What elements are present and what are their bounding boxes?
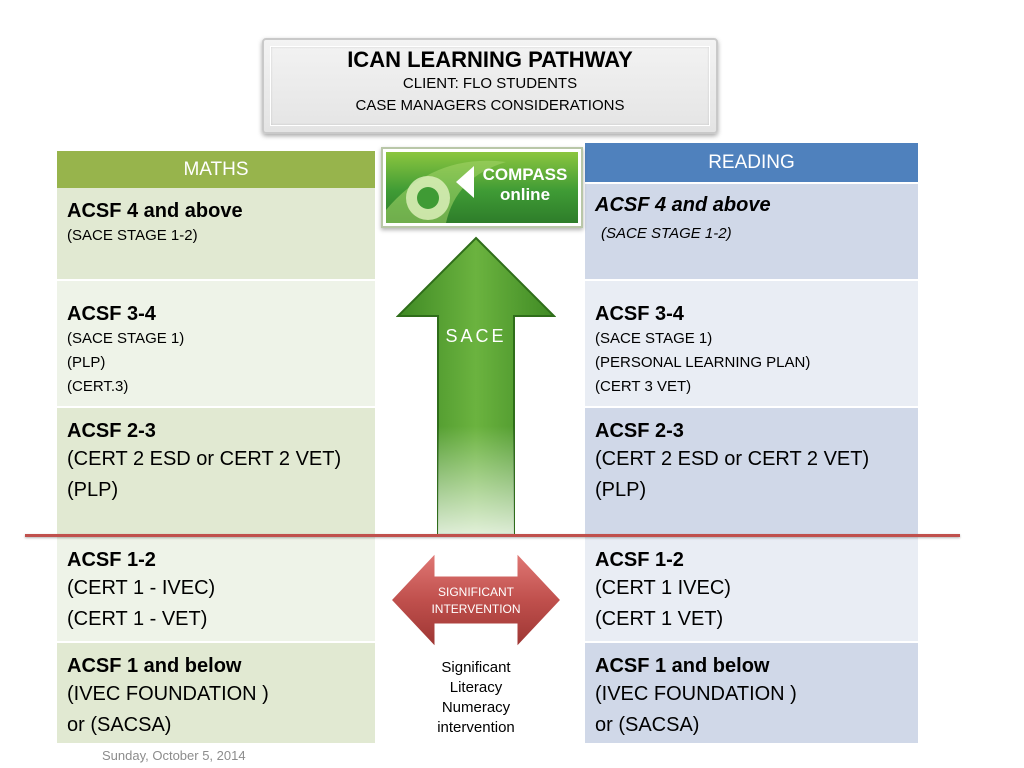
page-title: ICAN LEARNING PATHWAY	[347, 47, 633, 72]
maths-row-detail: (SACE STAGE 1-2)	[67, 227, 198, 244]
reading-row-level: ACSF 1-2	[595, 549, 684, 571]
reading-row-detail: (SACE STAGE 1-2)	[601, 225, 732, 242]
reading-row-detail: (IVEC FOUNDATION )	[595, 683, 797, 705]
sace-up-arrow	[396, 236, 556, 535]
maths-row-acsf-2-3: ACSF 2-3 (CERT 2 ESD or CERT 2 VET) (PLP…	[57, 406, 375, 534]
reading-row-detail: (CERT 1 IVEC)	[595, 577, 731, 599]
maths-row-level: ACSF 1-2	[67, 549, 156, 571]
significant-intervention-label: SIGNIFICANT INTERVENTION	[388, 584, 564, 618]
compass-online-logo-icon	[386, 152, 578, 223]
maths-row-level: ACSF 2-3	[67, 420, 156, 442]
maths-row-detail: (PLP)	[67, 354, 106, 371]
maths-row-detail: (PLP)	[67, 479, 119, 501]
reading-row-detail: (SACE STAGE 1)	[595, 330, 713, 347]
significant-intervention-arrow	[388, 549, 564, 651]
intervention-label-line: INTERVENTION	[431, 602, 521, 616]
reading-row-acsf-4-above: ACSF 4 and above (SACE STAGE 1-2)	[585, 184, 918, 279]
compass-online-text: COMPASS online	[475, 165, 575, 205]
reading-row-level: ACSF 4 and above	[595, 194, 771, 216]
reading-column: READING ACSF 4 and above (SACE STAGE 1-2…	[585, 0, 918, 768]
reading-row-level: ACSF 1 and below	[595, 655, 770, 677]
maths-row-level: ACSF 1 and below	[67, 655, 242, 677]
reading-row-detail: (PLP)	[595, 479, 647, 501]
footer-date: Sunday, October 5, 2014	[102, 748, 246, 763]
intervention-note: Significant Literacy Numeracy interventi…	[418, 658, 534, 738]
reading-row-detail: (CERT 3 VET)	[595, 378, 692, 395]
reading-row-detail: or (SACSA)	[595, 714, 700, 736]
reading-row-level: ACSF 3-4	[595, 303, 684, 325]
client-subtitle: CLIENT: FLO STUDENTS	[402, 75, 578, 92]
reading-row-detail: (CERT 2 ESD or CERT 2 VET)	[595, 448, 870, 470]
reading-row-acsf-2-3: ACSF 2-3 (CERT 2 ESD or CERT 2 VET) (PLP…	[585, 406, 918, 534]
reading-row-level: ACSF 2-3	[595, 420, 684, 442]
maths-header: MATHS	[57, 151, 375, 188]
intervention-label-line: SIGNIFICANT	[437, 585, 514, 599]
maths-row-detail: or (SACSA)	[67, 714, 172, 736]
note-line: Literacy	[449, 679, 503, 696]
compass-online-logo: COMPASS online	[381, 147, 583, 228]
maths-row-detail: (IVEC FOUNDATION )	[67, 683, 269, 705]
note-line: Numeracy	[441, 699, 511, 716]
maths-row-detail: (CERT.3)	[67, 378, 129, 395]
reading-row-acsf-1-below: ACSF 1 and below (IVEC FOUNDATION ) or (…	[585, 641, 918, 743]
reading-row-detail: (CERT 1 VET)	[595, 608, 724, 630]
maths-row-acsf-4-above: ACSF 4 and above (SACE STAGE 1-2)	[57, 188, 375, 279]
maths-row-detail: (SACE STAGE 1)	[67, 330, 185, 347]
note-line: Significant	[441, 659, 511, 676]
reading-row-detail: (PERSONAL LEARNING PLAN)	[595, 354, 811, 371]
maths-column: MATHS ACSF 4 and above (SACE STAGE 1-2) …	[57, 0, 375, 768]
maths-row-detail: (CERT 2 ESD or CERT 2 VET)	[67, 448, 342, 470]
maths-row-detail: (CERT 1 - IVEC)	[67, 577, 216, 599]
sace-arrow-label: SACE	[445, 326, 507, 346]
case-managers-subtitle: CASE MANAGERS CONSIDERATIONS	[355, 97, 625, 114]
reading-row-acsf-3-4: ACSF 3-4 (SACE STAGE 1) (PERSONAL LEARNI…	[585, 279, 918, 406]
intervention-divider-line	[25, 534, 960, 537]
maths-row-level: ACSF 3-4	[67, 303, 156, 325]
maths-row-acsf-3-4: ACSF 3-4 (SACE STAGE 1) (PLP) (CERT.3)	[57, 279, 375, 406]
maths-row-detail: (CERT 1 - VET)	[67, 608, 208, 630]
reading-row-acsf-1-2: ACSF 1-2 (CERT 1 IVEC) (CERT 1 VET)	[585, 537, 918, 641]
note-line: intervention	[437, 719, 515, 736]
maths-row-acsf-1-2: ACSF 1-2 (CERT 1 - IVEC) (CERT 1 - VET)	[57, 537, 375, 641]
maths-row-acsf-1-below: ACSF 1 and below (IVEC FOUNDATION ) or (…	[57, 641, 375, 743]
compass-label: COMPASS	[482, 165, 568, 184]
title-box: ICAN LEARNING PATHWAY CLIENT: FLO STUDEN…	[262, 38, 718, 134]
reading-header: READING	[585, 143, 918, 182]
online-label: online	[499, 185, 551, 204]
title-box-inner	[270, 46, 710, 126]
maths-row-level: ACSF 4 and above	[67, 200, 243, 222]
